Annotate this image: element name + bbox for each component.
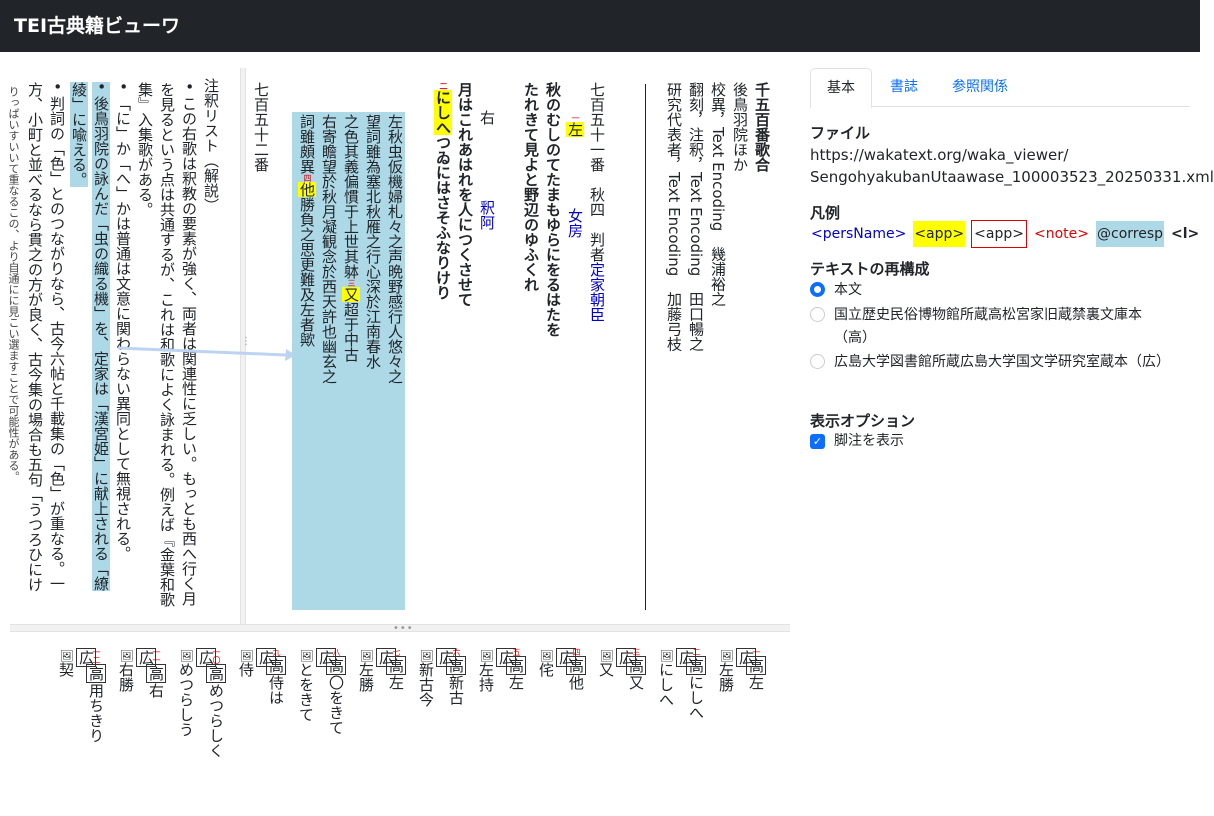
image-icon: 🖼 bbox=[60, 648, 73, 662]
variant-lemma: 三高又 bbox=[626, 648, 646, 690]
right-poet: 釈阿 bbox=[478, 200, 496, 230]
file-url: https://wakatext.org/waka_viewer/ Sengoh… bbox=[810, 146, 1214, 186]
variant-witness: 広🖼侘 bbox=[537, 648, 576, 677]
corresp-arrow bbox=[117, 346, 296, 361]
right-poem-line-1: 月はこれあはれを人につくさせて bbox=[456, 82, 474, 307]
legend-note: <note> bbox=[1033, 226, 1089, 242]
file-heading: ファイル bbox=[810, 124, 871, 142]
variant-lemma: 一一高右 bbox=[146, 648, 166, 698]
variant-witness: 広🖼契 bbox=[57, 648, 96, 677]
variant-witness: 広🖼とをきて bbox=[297, 648, 336, 722]
variant-witness: 広🖼左勝 bbox=[357, 648, 396, 692]
tab-basic[interactable]: 基本 bbox=[810, 68, 872, 108]
variant-witness: 広🖼めつらしう bbox=[177, 648, 216, 737]
variant-witness: 広🖼左持 bbox=[477, 648, 516, 692]
variant-lemma: 八高〇をきて bbox=[326, 648, 346, 735]
variant-lemma: 九高侍は bbox=[266, 648, 286, 705]
image-icon: 🖼 bbox=[540, 648, 553, 662]
checkbox-checked-icon[interactable]: ✓ bbox=[810, 434, 825, 449]
image-icon: 🖼 bbox=[420, 648, 433, 662]
variant-lemma: 一二高用ちきり bbox=[86, 648, 106, 743]
legend-app-alt: <app> bbox=[971, 220, 1027, 248]
left-poem-line-2: たれきて見よと野辺のゆふくれ bbox=[522, 82, 540, 292]
note-item-2: • 「に」か「へ」かは普通は文意に関わらない異同として無視される。 bbox=[114, 82, 132, 561]
variant-lemma: 五高左 bbox=[506, 648, 526, 690]
variant-lemma: 一〇高めつらしく bbox=[206, 648, 226, 758]
splitter-grip-icon: ••• bbox=[393, 623, 414, 634]
variant-witness: 広🖼右勝 bbox=[117, 648, 156, 692]
text-pane[interactable]: 千五百番歌合 後鳥羽院ほか 校異，Text Encoding 幾浦裕之 翻刻，注… bbox=[0, 52, 790, 624]
image-icon: 🖼 bbox=[360, 648, 373, 662]
image-icon: 🖼 bbox=[660, 648, 673, 662]
image-icon: 🖼 bbox=[120, 648, 133, 662]
judgment-line-3: 之色其義偏慣于上世其躰三又超于中古 bbox=[342, 114, 360, 362]
note-item-3: • 後鳥羽院の詠んだ「虫の織る機」を、定家は「漢宮姫」に献上される「繚綾」に喩え… bbox=[70, 82, 110, 591]
top-bar: TEI古典籍ビューワ bbox=[0, 0, 1200, 52]
note-item-4: • 判詞の「色」とのつながりなら、古今六帖と千載集の「色」が重なる。一方、小町と… bbox=[26, 82, 66, 592]
variant-witness: 広🖼侍 bbox=[237, 648, 276, 677]
tab-references[interactable]: 参照関係 bbox=[952, 79, 1008, 95]
left-poem-line-1: 秋のむしのてたまもゆらにをるはたを bbox=[544, 82, 562, 337]
round-751-header: 七百五十一番 秋四 判者定家朝臣 bbox=[588, 82, 606, 322]
variant-lemma: 一高左 bbox=[746, 648, 766, 690]
notes-pane[interactable]: 注釈リスト（解説） • この右歌は釈教の要素が強く、両者は関連性に乏しい。もっと… bbox=[0, 68, 240, 624]
left-marker: 一左 bbox=[566, 114, 584, 137]
image-icon: 🖼 bbox=[720, 648, 733, 662]
right-marker: 右 bbox=[478, 110, 496, 125]
legend-corresp: @corresp bbox=[1096, 221, 1165, 247]
translation-credit: 翻刻，注釈，Text Encoding 田口暢之 bbox=[687, 82, 705, 352]
round-752-header: 七百五十二番 bbox=[252, 82, 270, 172]
left-poet: 女房 bbox=[566, 208, 584, 238]
variant-witness: 広🖼新古今 bbox=[417, 648, 456, 707]
judgment-line-5: 詞雖頗異四他勝負之思更難及左者歟 bbox=[298, 114, 316, 347]
variant-witness: 広🖼又 bbox=[597, 648, 636, 677]
horizontal-splitter[interactable] bbox=[10, 624, 790, 632]
variant-lemma: 六高新古 bbox=[446, 648, 466, 705]
app-title: TEI古典籍ビューワ bbox=[14, 15, 181, 37]
image-icon: 🖼 bbox=[600, 648, 613, 662]
judgment-line-1: 左秋虫仮機婦札々之声晩野感行人悠々之 bbox=[386, 114, 404, 384]
work-title: 千五百番歌合 bbox=[753, 82, 771, 172]
tab-bar: 基本 書誌 参照関係 bbox=[810, 68, 1190, 108]
variant-witness: 広🖼左勝 bbox=[717, 648, 756, 692]
judgment-line-4: 右寄瞻望於秋月凝観念於西天許也幽玄之 bbox=[320, 114, 338, 384]
reconstruct-heading: テキストの再構成 bbox=[810, 260, 930, 278]
image-icon: 🖼 bbox=[480, 648, 493, 662]
variant-lemma: 二高にしへ bbox=[686, 648, 706, 720]
authors: 後鳥羽院ほか bbox=[731, 82, 749, 172]
image-icon: 🖼 bbox=[240, 648, 253, 662]
judge-name: 定家朝臣 bbox=[588, 262, 606, 322]
variant-lemma: 七高左 bbox=[386, 648, 406, 690]
vertical-splitter[interactable] bbox=[240, 68, 246, 624]
image-icon: 🖼 bbox=[180, 648, 193, 662]
judgment-line-2: 望詞雖為塞北秋雁之行心深於江南春水 bbox=[364, 114, 382, 369]
header-divider bbox=[645, 84, 646, 610]
radio-selected-icon[interactable] bbox=[810, 282, 825, 297]
variant-witness: 広🖼にしへ bbox=[657, 648, 696, 707]
tab-bibliography[interactable]: 書誌 bbox=[890, 79, 918, 95]
radio-icon[interactable] bbox=[810, 307, 825, 322]
image-icon: 🖼 bbox=[300, 648, 313, 662]
legend-l: <l> bbox=[1171, 226, 1200, 242]
notes-heading: 注釈リスト（解説） bbox=[202, 78, 220, 213]
variant-lemma: 四高他 bbox=[566, 648, 586, 690]
legend-persname: <persName> bbox=[811, 226, 907, 242]
display-options-heading: 表示オプション bbox=[810, 412, 916, 430]
legend-app: <app> bbox=[913, 221, 966, 247]
note-cut-line: りっぱいすいいて重なるこの、より自通にに見こい選ますことで可能性がある。 bbox=[7, 86, 20, 482]
collation-credit: 校異，Text Encoding 幾浦裕之 bbox=[709, 82, 727, 307]
legend-heading: 凡例 bbox=[810, 204, 841, 222]
representative-credit: 研究代表者，Text Encoding 加藤弓枝 bbox=[665, 82, 683, 352]
legend: <persName> <app><app> <note> @corresp <l> bbox=[810, 220, 1206, 248]
radio-icon[interactable] bbox=[810, 354, 825, 369]
right-poem-line-2: 二にしへつゐにはさそふなりけり bbox=[434, 82, 452, 300]
